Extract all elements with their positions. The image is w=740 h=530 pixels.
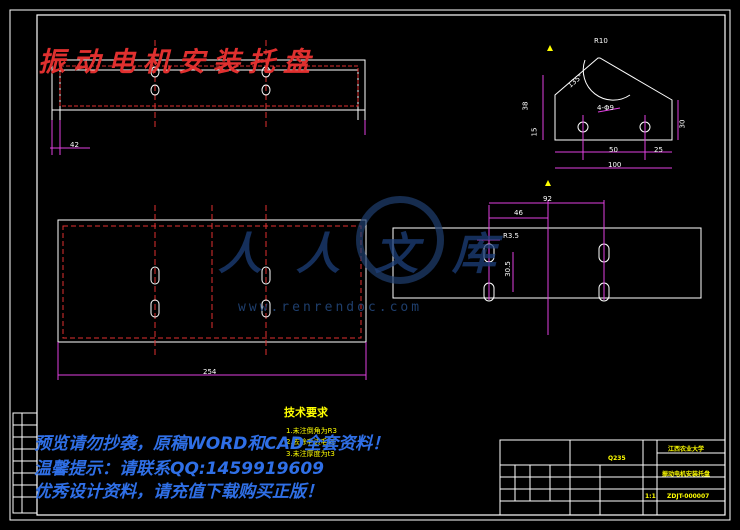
dim-r3-5: R3.5 [503, 232, 519, 240]
dim-50: 50 [609, 146, 618, 154]
tech-requirement-2: 2.去除毛边毛刺 [286, 438, 335, 446]
watermark-logo-text: 人人文库 [218, 229, 530, 280]
title-block-lines [499, 439, 726, 516]
section-markers [545, 45, 553, 186]
dim-25: 25 [654, 146, 663, 154]
dim-38: 38 [521, 101, 530, 111]
title-block-drawing-no: ZDJT-000007 [667, 493, 710, 500]
dim-r10: R10 [594, 37, 608, 45]
dim-254: 254 [203, 368, 217, 376]
dim-92: 92 [543, 195, 552, 203]
watermark-logo-url: www.renrendoc.com [238, 300, 423, 315]
dim-30-5: 30.5 [503, 261, 512, 277]
outer-frame [9, 9, 731, 521]
inner-frame [36, 14, 726, 516]
dim-holes: 4-Φ9 [597, 104, 614, 112]
dim-42: 42 [70, 141, 79, 149]
watermark-line-2: 温馨提示：请联系QQ:1459919609 [34, 459, 324, 479]
tech-requirement-1: 1.未注倒角为R3 [286, 427, 337, 435]
drawing-title: 振动电机安装托盘 [38, 47, 318, 78]
title-block-scale: 1:1 [645, 493, 656, 500]
dim-100: 100 [608, 161, 622, 169]
top-view-bracket [50, 40, 366, 155]
tech-requirement-3: 3.未注厚度为t3 [286, 450, 335, 458]
watermark-line-1: 预览请勿抄袭，原稿WORD和CAD全套资料！ [34, 434, 390, 454]
watermark-logo-circle [356, 196, 444, 284]
dim-46: 46 [514, 209, 523, 217]
tech-requirements-title: 技术要求 [284, 406, 328, 419]
left-margin-table [12, 412, 38, 514]
dim-15: 15 [530, 127, 539, 137]
front-view-plate [57, 205, 367, 380]
section-view [542, 57, 679, 169]
title-block-part-name: 振动电机安装托盘 [662, 471, 711, 478]
title-block-material: Q235 [608, 455, 626, 462]
dim-30: 30 [678, 119, 687, 129]
title-block-school: 江西农业大学 [668, 446, 705, 453]
watermark-line-3: 优秀设计资料，请充值下载购买正版！ [34, 482, 323, 502]
